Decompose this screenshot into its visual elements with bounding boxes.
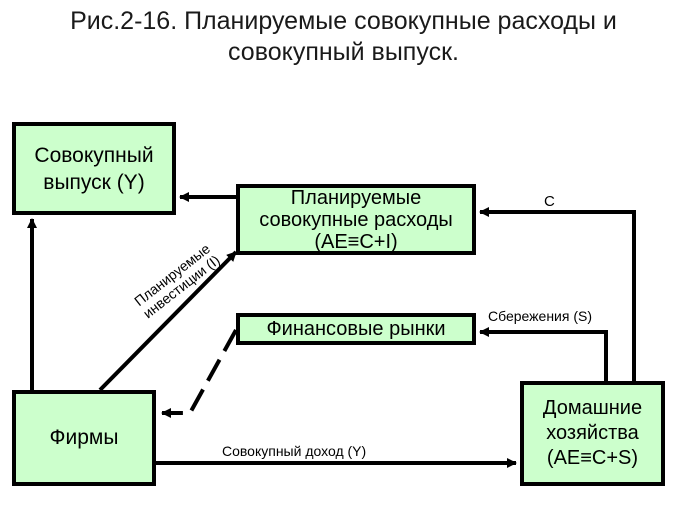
arrow-investment xyxy=(98,250,238,392)
output-line-2: выпуск (Y) xyxy=(43,170,145,194)
households-line-2: хозяйства xyxy=(546,422,639,444)
node-households: Домашние хозяйства (AE≡C+S) xyxy=(520,381,665,486)
markets-label: Финансовые рынки xyxy=(266,317,446,340)
planned-line-3: (AE≡C+I) xyxy=(314,230,398,253)
arrow-savings xyxy=(479,327,608,381)
planned-line-2: совокупные расходы xyxy=(259,208,453,231)
households-line-1: Домашние xyxy=(542,397,643,419)
title-line-1: Рис.2-16. Планируемые совокупные расходы… xyxy=(70,7,617,35)
node-financial-markets: Финансовые рынки xyxy=(236,313,476,345)
edge-label-consumption: С xyxy=(544,193,555,210)
node-firms: Фирмы xyxy=(12,390,156,486)
output-line-1: Совокупный xyxy=(34,143,154,167)
arrow-consumption xyxy=(479,207,636,381)
households-line-3: (AE≡C+S) xyxy=(546,447,639,469)
arrow-markets-to-firms xyxy=(161,329,238,418)
planned-line-1: Планируемые xyxy=(290,186,422,209)
node-planned-expenditure: Планируемые совокупные расходы (AE≡C+I) xyxy=(236,184,476,255)
edge-label-savings: Сбережения (S) xyxy=(488,308,593,324)
diagram-title: Рис.2-16. Планируемые совокупные расходы… xyxy=(0,6,687,68)
edge-label-income: Совокупный доход (Y) xyxy=(222,443,367,459)
title-line-2: совокупный выпуск. xyxy=(228,38,459,66)
node-aggregate-output: Совокупный выпуск (Y) xyxy=(12,122,176,215)
firms-label: Фирмы xyxy=(49,426,119,449)
